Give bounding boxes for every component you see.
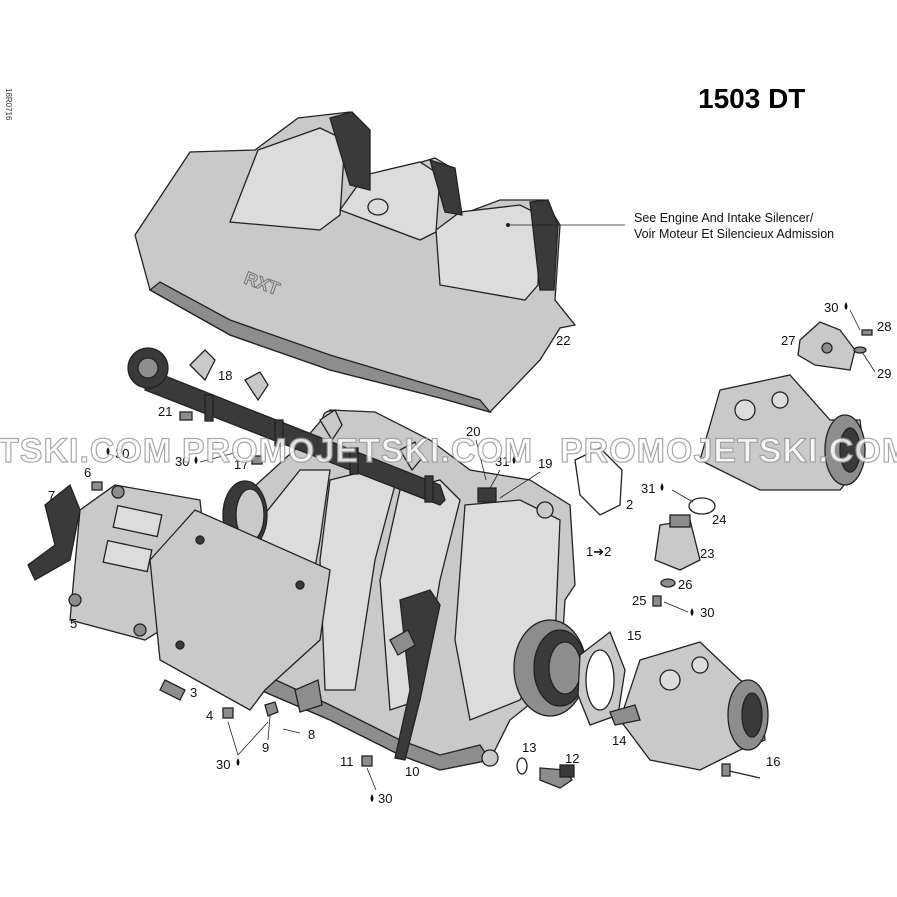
label-23: 23 [700, 546, 714, 561]
label-25: 25 [632, 593, 646, 608]
label-30-bottom-center: 30 [378, 791, 392, 806]
label-30-bottom-left: 30 [216, 757, 230, 772]
label-16: 16 [766, 754, 780, 769]
label-9: 9 [262, 740, 269, 755]
label-10: 10 [405, 764, 419, 779]
label-15: 15 [627, 628, 641, 643]
label-14: 14 [612, 733, 626, 748]
label-7: 7 [48, 488, 55, 503]
bracket-plate [149, 509, 331, 711]
o-ring-seal [574, 447, 623, 516]
label-11: 11 [340, 754, 354, 769]
label-27: 27 [781, 333, 795, 348]
clip-bracket [27, 483, 81, 581]
engine-cover: RXT [134, 111, 577, 414]
label-30-mid-right: 30 [700, 605, 714, 620]
label-30-upper-left: 30 [115, 446, 129, 461]
label-26: 26 [678, 577, 692, 592]
watermark-center: PROMOJETSKI.COM [182, 432, 533, 470]
label-12: 12 [565, 751, 579, 766]
note-line-1: See Engine And Intake Silencer/ [634, 211, 814, 225]
label-22: 22 [556, 333, 570, 348]
label-29: 29 [877, 366, 891, 381]
drawing-number: 18R0716 [4, 88, 13, 121]
temperature-sensor [539, 764, 575, 789]
fuel-rail [127, 347, 446, 506]
idle-air-sensor [654, 514, 701, 571]
label-24: 24 [712, 512, 726, 527]
label-18: 18 [218, 368, 232, 383]
label-19: 19 [538, 456, 552, 471]
label-4: 4 [206, 708, 213, 723]
label-20: 20 [466, 424, 480, 439]
label-30-top-right: 30 [824, 300, 838, 315]
label-2: 2 [626, 497, 633, 512]
label-30-fuel-rail: 30 [175, 454, 189, 469]
page-title: 1503 DT [698, 83, 805, 114]
label-3: 3 [190, 685, 197, 700]
bolt-16 [721, 763, 761, 779]
throttle-body-upper [699, 374, 866, 491]
label-1to2: 1➔2 [586, 544, 611, 559]
label-13: 13 [522, 740, 536, 755]
label-28: 28 [877, 319, 891, 334]
wiring-bracket [389, 589, 441, 761]
label-21: 21 [158, 404, 172, 419]
throttle-gasket [577, 630, 626, 726]
watermark-right: PROMOJETSKI.COM [560, 432, 897, 470]
throttle-body-lower [609, 641, 769, 771]
label-6: 6 [84, 465, 91, 480]
label-5: 5 [70, 616, 77, 631]
label-31-right: 31 [641, 481, 655, 496]
label-31-center: 31 [495, 454, 509, 469]
label-8: 8 [308, 727, 315, 742]
watermark-left: TSKI.COM [0, 432, 172, 470]
label-17: 17 [234, 457, 248, 472]
sensor-bracket [797, 321, 856, 371]
note-line-2: Voir Moteur Et Silencieux Admission [634, 227, 834, 241]
